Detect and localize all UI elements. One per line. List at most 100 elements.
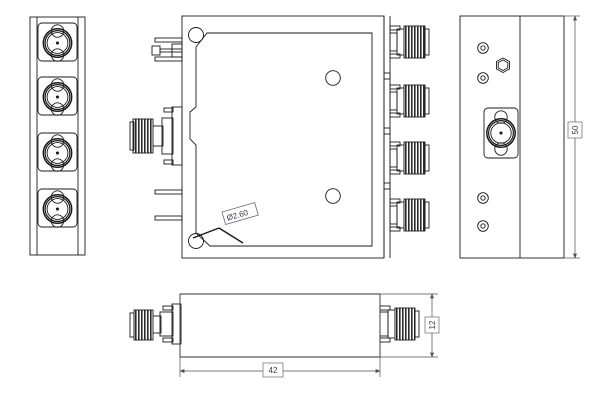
sma-body-outer bbox=[42, 194, 73, 224]
hex-nut-inner bbox=[497, 59, 509, 72]
rail-joint-1 bbox=[383, 72, 391, 80]
sma-flange-outline bbox=[37, 132, 78, 172]
terminal-tab bbox=[151, 45, 161, 56]
front-view-housing bbox=[181, 15, 385, 259]
screw-head-inner bbox=[480, 223, 486, 229]
dim-text-box bbox=[262, 362, 284, 378]
sma-body-outer bbox=[42, 82, 73, 112]
sma-shoulder bbox=[161, 117, 174, 155]
pin-header-1 bbox=[154, 37, 183, 43]
height-dimension-text: 50 bbox=[571, 125, 580, 134]
sma-body-inner bbox=[44, 196, 71, 223]
right-view-plate bbox=[459, 15, 565, 259]
dim-text-box bbox=[424, 316, 440, 334]
sma-neck bbox=[396, 87, 405, 115]
screw-head-outer bbox=[477, 220, 489, 232]
height-dimension: 50 bbox=[564, 15, 583, 259]
terminal-shank bbox=[159, 48, 183, 53]
sma-barrel-tip bbox=[129, 121, 135, 151]
left-view-sma-connector-2 bbox=[37, 76, 78, 116]
sma-step-upper bbox=[162, 305, 174, 311]
left-view-sma-connector-1 bbox=[37, 22, 78, 62]
sma-center-pin bbox=[55, 95, 60, 99]
pin-header-3 bbox=[154, 189, 183, 195]
sma-threaded-barrel bbox=[394, 307, 416, 341]
sma-dielectric bbox=[46, 32, 69, 54]
sma-dielectric bbox=[46, 198, 69, 220]
front-view-left-sma-connector bbox=[129, 106, 183, 166]
thickness-dimension: 12 bbox=[380, 293, 440, 358]
right-view-hex-nut bbox=[496, 57, 510, 74]
sma-body-inner bbox=[44, 140, 71, 167]
front-view-right-rail bbox=[383, 16, 391, 258]
sma-flange-outline bbox=[37, 188, 78, 228]
pin-header-2 bbox=[154, 56, 183, 62]
sma-barrel-tip bbox=[129, 312, 135, 338]
diameter-callout: Ø2.60 bbox=[192, 202, 259, 244]
screw-head-inner bbox=[480, 45, 486, 51]
sma-center-pin bbox=[55, 151, 60, 155]
sma-body-inner bbox=[488, 119, 515, 146]
rail-joint-2 bbox=[383, 127, 391, 135]
sma-shoulder bbox=[389, 91, 398, 111]
right-view-screw-4 bbox=[477, 220, 489, 232]
sma-barrel-tip bbox=[424, 87, 430, 115]
bottom-view: 42 12 bbox=[129, 293, 440, 378]
front-view-right-sma-connector-1 bbox=[389, 25, 430, 59]
pin-header-4 bbox=[154, 215, 183, 221]
sma-body-outer bbox=[42, 28, 73, 58]
left-side-view bbox=[29, 16, 86, 256]
front-view-right-sma-connector-3 bbox=[389, 141, 430, 175]
right-side-view: 50 bbox=[459, 15, 583, 259]
sma-center-pin bbox=[55, 41, 60, 45]
sma-neck bbox=[387, 309, 396, 339]
sma-body-inner bbox=[44, 30, 71, 56]
left-view-sma-connector-4 bbox=[37, 188, 78, 228]
front-view-cavity-outline bbox=[189, 32, 373, 247]
sma-threaded-barrel bbox=[403, 25, 426, 59]
sma-body-outer bbox=[42, 138, 73, 168]
length-dimension: 42 bbox=[179, 294, 381, 378]
callout-leader-line bbox=[192, 227, 220, 239]
bottom-view-housing bbox=[179, 293, 381, 358]
sma-shoulder bbox=[159, 311, 174, 337]
sma-mount-flange-top bbox=[163, 107, 174, 113]
left-view-sma-connector-3 bbox=[37, 132, 78, 172]
right-view-screw-3 bbox=[477, 192, 489, 204]
sma-threaded-barrel bbox=[403, 84, 426, 118]
sma-shoulder bbox=[389, 32, 398, 52]
screw-head-outer bbox=[477, 192, 489, 204]
sma-flange-outline bbox=[37, 22, 78, 62]
mounting-hole-bottom-left bbox=[188, 233, 204, 249]
callout-leader-shelf bbox=[218, 227, 244, 244]
sma-dielectric bbox=[46, 86, 69, 108]
sma-step-upper bbox=[389, 198, 401, 204]
sma-flange-outline bbox=[37, 76, 78, 116]
sma-threaded-barrel bbox=[133, 309, 154, 341]
sma-body-outer bbox=[486, 118, 516, 148]
front-view-pin-header-group-top bbox=[151, 37, 183, 62]
thickness-dimension-text: 12 bbox=[428, 320, 437, 329]
rail-joint-3 bbox=[383, 182, 391, 190]
dim-text-box bbox=[567, 121, 583, 139]
callout-box bbox=[221, 202, 259, 225]
front-view: Ø2.60 bbox=[129, 15, 430, 259]
sma-shoulder bbox=[389, 205, 398, 225]
right-view-screw-2 bbox=[477, 72, 489, 84]
sma-step-lower bbox=[389, 169, 401, 175]
sma-center-pin bbox=[55, 207, 60, 211]
sma-shoulder bbox=[379, 311, 389, 337]
front-view-right-sma-connector-2 bbox=[389, 84, 430, 118]
sma-mount-flange-bottom bbox=[163, 159, 174, 165]
sma-step-lower bbox=[379, 337, 391, 343]
right-view-screw-1 bbox=[477, 42, 489, 54]
sma-step-lower bbox=[389, 112, 401, 118]
hex-nut-outer bbox=[496, 57, 510, 74]
length-dimension-text: 42 bbox=[269, 366, 278, 375]
front-view-right-sma-connector-4 bbox=[389, 198, 430, 232]
sma-neck bbox=[151, 125, 164, 147]
sma-step-upper bbox=[379, 305, 391, 311]
sma-threaded-barrel bbox=[132, 118, 154, 154]
